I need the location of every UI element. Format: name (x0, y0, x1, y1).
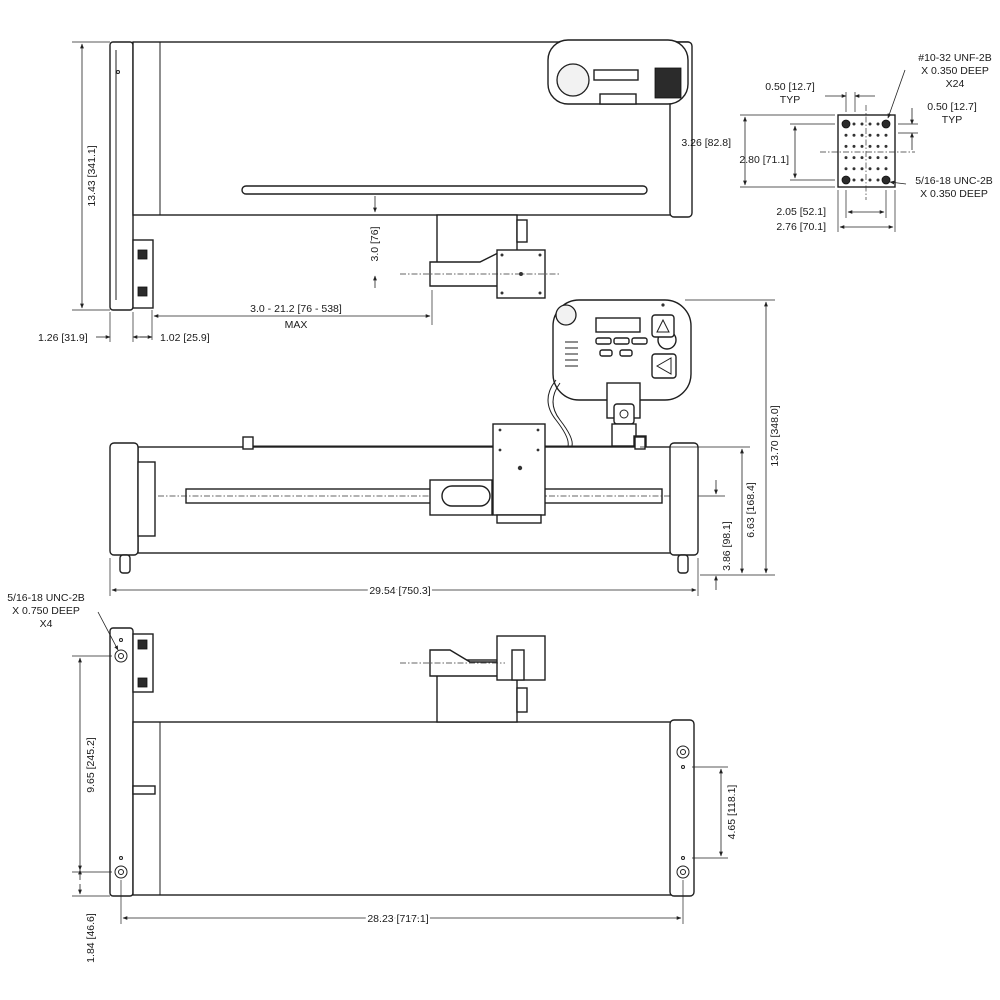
dim-mount-spacing-right: 4.65 [118.1] (726, 785, 738, 840)
corner-tap-depth: X 0.350 DEEP (920, 188, 988, 200)
tap-hole (860, 144, 864, 148)
bottom-right-end (669, 719, 695, 897)
bottom-view: 5/16-18 UNC-2B X 0.750 DEEP X4 9.65 [245… (7, 592, 738, 963)
tap-hole (876, 156, 880, 160)
pitch-x: 0.50 [12.7] (927, 101, 977, 113)
tap-hole (868, 156, 872, 160)
tap-hole (876, 133, 880, 137)
top-end-plate (109, 41, 134, 311)
tap-hole (860, 167, 864, 171)
tap-hole (876, 122, 880, 126)
pitch-y: 0.50 [12.7] (765, 81, 815, 93)
dim-mount-length: 28.23 [717.1] (367, 913, 428, 925)
tap-hole (884, 133, 888, 137)
outer-width: 2.76 [70.1] (776, 221, 826, 233)
dim-top-height: 13.43 [341.1] (86, 145, 98, 206)
top-slot (241, 185, 648, 195)
dim-overall-length: 29.54 [750.3] (369, 585, 430, 597)
inner-height: 2.80 [71.1] (739, 154, 789, 166)
outer-height: 3.26 [82.8] (681, 137, 731, 149)
tap-hole (884, 156, 888, 160)
dim-offset-depth: 3.0 [76] (369, 226, 381, 261)
dim-mount-spacing-left: 9.65 [245.2] (85, 737, 97, 793)
top-view: 13.43 [341.1] 3.0 [76] 3.0 - 21.2 [76 - … (38, 39, 693, 344)
tap-hole (868, 178, 872, 182)
tap-hole (844, 167, 848, 171)
tap-hole (852, 178, 856, 182)
tap-hole (868, 167, 872, 171)
front-carriage (429, 423, 546, 524)
tap-hole (876, 144, 880, 148)
tap-depth: X 0.350 DEEP (921, 65, 989, 77)
dim-rail-height: 3.86 [98.1] (721, 521, 733, 571)
tap-hole (844, 133, 848, 137)
dim-end-plate-width: 1.26 [31.9] (38, 332, 88, 344)
tap-hole (844, 144, 848, 148)
tap-hole (868, 133, 872, 137)
tap-count: X24 (946, 78, 965, 90)
tap-hole (852, 167, 856, 171)
tap-hole (852, 144, 856, 148)
tap-hole (852, 122, 856, 126)
mount-tap-depth: X 0.750 DEEP (12, 605, 80, 617)
front-view: 13.70 [348.0] 6.63 [168.4] 3.86 [98.1] 2… (109, 299, 781, 599)
dim-stroke-max: MAX (285, 319, 308, 331)
top-carriage (400, 214, 560, 299)
tap-hole (876, 178, 880, 182)
tap-label: #10-32 UNF-2B (918, 52, 992, 64)
tap-hole (852, 156, 856, 160)
tap-hole (860, 122, 864, 126)
top-controller (547, 39, 689, 105)
dim-stroke-range: 3.0 - 21.2 [76 - 538] (250, 303, 342, 315)
dim-overall-height: 13.70 [348.0] (769, 405, 781, 466)
dim-carriage-height: 6.63 [168.4] (745, 482, 757, 538)
tap-hole (868, 144, 872, 148)
bottom-carriage (400, 635, 546, 723)
dim-end-plate-offset: 1.02 [25.9] (160, 332, 210, 344)
bottom-left-end (109, 627, 134, 897)
mount-tap-label: 5/16-18 UNC-2B (7, 592, 85, 604)
front-left-end (109, 442, 139, 556)
tap-hole (860, 178, 864, 182)
inner-width: 2.05 [52.1] (776, 206, 826, 218)
front-right-end (669, 442, 699, 556)
vent-slots (565, 341, 578, 367)
tap-hole (884, 167, 888, 171)
pitch-x-typ: TYP (942, 114, 962, 126)
dim-mount-offset: 1.84 [46.6] (85, 913, 97, 963)
tap-hole (868, 122, 872, 126)
tap-hole (852, 133, 856, 137)
pitch-y-typ: TYP (780, 94, 800, 106)
corner-tap-label: 5/16-18 UNC-2B (915, 175, 993, 187)
tap-hole (860, 156, 864, 160)
bottom-body (132, 721, 689, 896)
carriage-detail: #10-32 UNF-2B X 0.350 DEEP X24 0.50 [12.… (681, 52, 992, 233)
tap-hole (844, 156, 848, 160)
tap-hole (884, 144, 888, 148)
tap-hole (860, 133, 864, 137)
tap-hole (876, 167, 880, 171)
front-controller (547, 299, 692, 449)
mount-tap-count: X4 (40, 618, 53, 630)
